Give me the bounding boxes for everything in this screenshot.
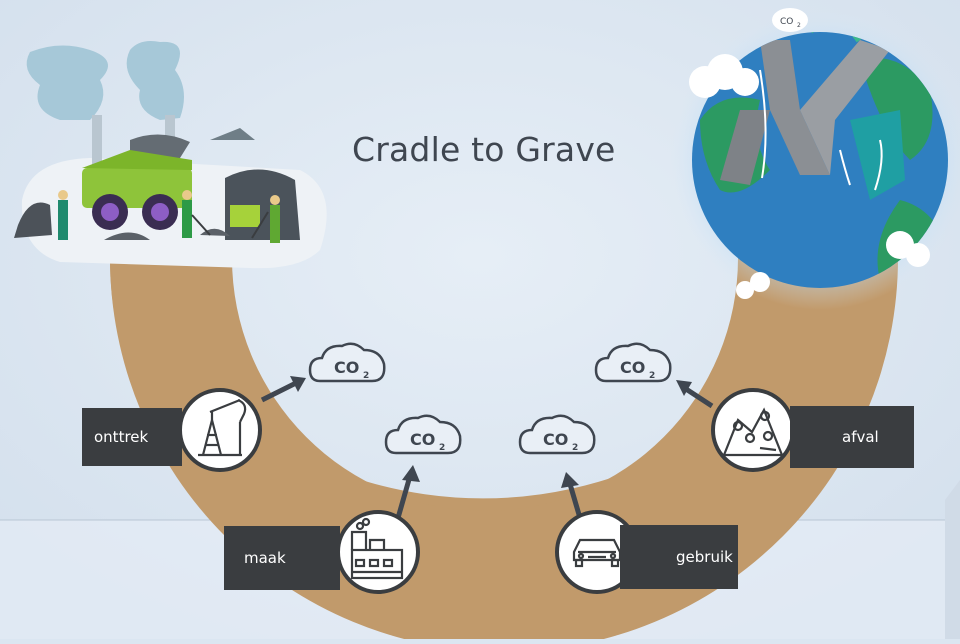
arrow-extract bbox=[260, 379, 300, 403]
label-use-text: gebruik bbox=[676, 548, 733, 566]
oil-pump-icon bbox=[198, 398, 247, 457]
svg-text:CO: CO bbox=[543, 430, 568, 449]
svg-text:CO: CO bbox=[334, 358, 359, 377]
mining-scene bbox=[14, 41, 327, 269]
waste-pile-icon bbox=[722, 407, 784, 457]
earth-co2-cloud: CO 2 bbox=[772, 8, 808, 32]
emission-arrows bbox=[260, 376, 714, 519]
label-extract-text: onttrek bbox=[94, 428, 149, 446]
svg-text:2: 2 bbox=[649, 371, 655, 381]
arrow-waste-head bbox=[676, 380, 692, 396]
label-waste-text: afval bbox=[842, 428, 879, 446]
earth-clouds bbox=[689, 54, 930, 299]
mine-entrance bbox=[225, 169, 300, 240]
factory-icon bbox=[350, 517, 404, 580]
co2-cloud-4: CO 2 bbox=[594, 342, 672, 383]
earth-globe: CO 2 bbox=[670, 8, 960, 310]
svg-text:2: 2 bbox=[439, 443, 445, 453]
svg-text:2: 2 bbox=[797, 22, 801, 29]
smoke-cloud-left bbox=[26, 45, 109, 120]
label-make: maak bbox=[224, 526, 340, 590]
label-make-text: maak bbox=[244, 549, 286, 567]
lifecycle-arc-fill bbox=[110, 160, 908, 644]
label-waste: afval bbox=[790, 406, 914, 468]
co2-cloud-1: CO 2 bbox=[308, 342, 386, 383]
co2-cloud-2: CO 2 bbox=[384, 414, 462, 455]
svg-text:2: 2 bbox=[363, 371, 369, 381]
arrow-make bbox=[395, 475, 413, 519]
label-use: gebruik bbox=[620, 525, 738, 589]
svg-text:CO: CO bbox=[410, 430, 435, 449]
arrow-make-head bbox=[402, 465, 420, 482]
stage-make bbox=[336, 510, 420, 594]
stage-waste bbox=[711, 388, 795, 472]
arrow-use-head bbox=[561, 472, 579, 488]
stage-extract bbox=[178, 388, 262, 472]
worker-right bbox=[270, 205, 280, 243]
svg-text:CO: CO bbox=[620, 358, 645, 377]
diagram-title: Cradle to Grave bbox=[352, 130, 616, 169]
arrow-waste bbox=[684, 386, 714, 409]
worker-middle bbox=[182, 200, 192, 238]
co2-cloud-3: CO 2 bbox=[518, 414, 596, 455]
smoke-cloud-right bbox=[126, 41, 184, 120]
worker-left bbox=[58, 200, 68, 240]
floor-edge bbox=[945, 480, 960, 639]
svg-text:CO: CO bbox=[780, 17, 793, 27]
svg-text:2: 2 bbox=[572, 443, 578, 453]
label-extract: onttrek bbox=[82, 408, 182, 466]
arrow-extract-head bbox=[290, 376, 306, 392]
arrow-use bbox=[567, 483, 583, 519]
